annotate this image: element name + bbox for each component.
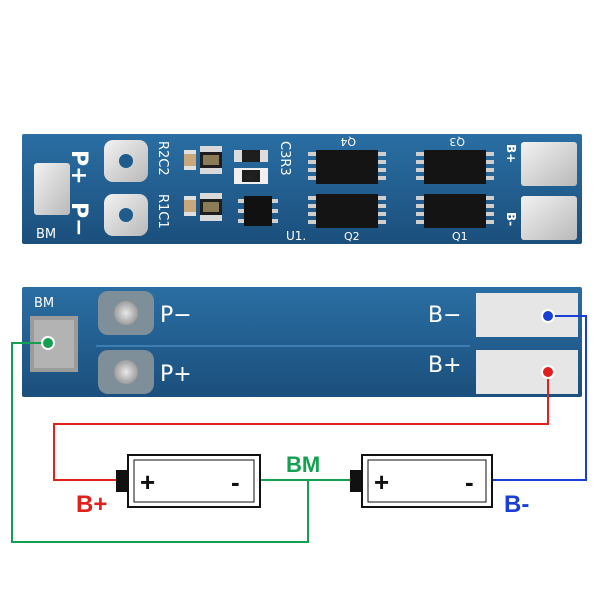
top-b-plus-pad [521,142,577,186]
top-bm-label: BM [36,227,56,242]
label-b-minus: B- [504,491,529,518]
bottom-pcb-substrate [22,287,582,397]
top-passives [184,146,268,221]
green-wire [11,342,309,543]
bottom-b-minus-label: B− [428,303,462,328]
top-q2-label: Q2 [344,230,360,243]
bottom-b-plus-label: B+ [428,353,462,378]
battery-2-minus: - [465,467,474,497]
top-q3-label: Q3 [449,135,465,148]
red-wire [53,372,549,481]
top-b-minus-pad [521,196,577,240]
label-bm: BM [286,452,320,477]
top-q4-label: Q4 [340,135,356,148]
top-r1c1-label: R1C1 [155,194,170,229]
top-pcb: BM P+ P− R2C2 R1C1 [22,134,582,244]
top-chip-code: 202 [245,175,254,181]
top-mosfets [308,150,494,228]
top-p-minus-hole [119,208,133,222]
top-u1-chip [238,196,278,226]
top-q1-label: Q1 [452,230,468,243]
bottom-p-plus-label: P+ [160,362,192,387]
top-p-plus-label: P+ [66,150,91,185]
bottom-p-minus-hole [114,301,138,325]
bottom-b-plus-pad [476,350,578,394]
blue-wire [492,315,587,481]
bottom-bm-label: BM [34,296,54,311]
top-bm-pad [34,163,70,215]
battery-2 [350,454,493,508]
battery-1-plus: + [140,467,155,497]
bottom-p-minus-label: P− [160,303,192,328]
top-c3r3-label: C3R3 [277,141,292,176]
top-u1-label: U1. [286,229,306,243]
battery-1-minus: - [231,467,240,497]
top-b-minus-label: B- [504,212,518,226]
top-p-minus-label: P− [66,202,91,237]
battery-1 [116,454,261,508]
green-wire-dot [41,336,55,350]
red-wire-dot [541,365,555,379]
top-r2c2-label: R2C2 [155,141,170,176]
bottom-pcb: BM P− P+ B− B+ [22,287,582,397]
battery-2-plus: + [374,467,389,497]
top-p-plus-hole [119,154,133,168]
top-b-plus-label: B+ [504,144,518,163]
bottom-p-plus-hole [114,360,138,384]
blue-wire-dot [541,309,555,323]
label-b-plus: B+ [76,491,107,518]
wiring [11,315,587,543]
